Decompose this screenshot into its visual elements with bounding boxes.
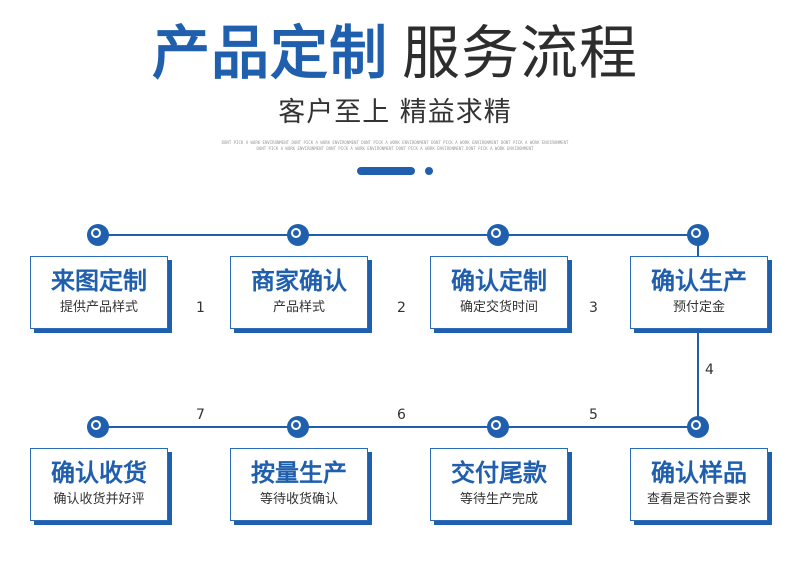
step-box-4: 确认生产 预付定金: [630, 256, 768, 329]
step-desc: 等待收货确认: [259, 492, 338, 507]
step-title: 来图定制: [51, 267, 147, 295]
step-title: 确认收货: [51, 459, 147, 487]
fine-print-line-1: DONT PICK A WORK ENVIRONMENT DONT PICK A…: [221, 140, 569, 145]
decorative-dot: [425, 167, 433, 175]
step-title: 确认样品: [651, 459, 747, 487]
step-title: 确认生产: [651, 267, 747, 295]
step-desc: 确认收货并好评: [53, 492, 145, 507]
timeline-node: [687, 224, 709, 246]
step-desc: 提供产品样式: [59, 300, 138, 315]
title-rest: 服务流程: [402, 19, 639, 87]
page-title: 产品定制服务流程: [0, 10, 790, 96]
step-number: 4: [705, 362, 714, 378]
step-box-2: 商家确认 产品样式: [230, 256, 368, 329]
timeline-node: [87, 416, 109, 438]
subtitle: 客户至上 精益求精: [278, 97, 512, 128]
step-number: 7: [196, 407, 205, 423]
step-box-7: 按量生产 等待收货确认: [230, 448, 368, 521]
step-title: 交付尾款: [451, 459, 547, 487]
bottom-connector-line: [98, 426, 698, 428]
step-box-5: 确认样品 查看是否符合要求: [630, 448, 768, 521]
step-desc: 产品样式: [272, 300, 325, 315]
step-desc: 等待生产完成: [459, 492, 538, 507]
fine-print-line-2: DONT PICK A WORK ENVIRONMENT DONT PICK A…: [256, 146, 534, 151]
timeline-node: [487, 416, 509, 438]
step-number: 2: [397, 300, 406, 316]
step-desc: 确定交货时间: [459, 300, 538, 315]
timeline-node: [87, 224, 109, 246]
step-desc: 预付定金: [672, 300, 725, 315]
title-highlight: 产品定制: [151, 19, 388, 87]
step-number: 1: [196, 300, 205, 316]
step-title: 按量生产: [251, 459, 347, 487]
decorative-bar: [357, 167, 415, 175]
step-title: 确认定制: [451, 267, 547, 295]
step-box-8: 确认收货 确认收货并好评: [30, 448, 168, 521]
top-connector-line: [98, 234, 698, 236]
step-box-6: 交付尾款 等待生产完成: [430, 448, 568, 521]
step-title: 商家确认: [251, 267, 347, 295]
step-box-3: 确认定制 确定交货时间: [430, 256, 568, 329]
timeline-node: [287, 224, 309, 246]
timeline-node: [287, 416, 309, 438]
step-number: 6: [397, 407, 406, 423]
step-number: 5: [589, 407, 598, 423]
step-desc: 查看是否符合要求: [646, 492, 751, 507]
step-box-1: 来图定制 提供产品样式: [30, 256, 168, 329]
timeline-node: [487, 224, 509, 246]
timeline-node: [687, 416, 709, 438]
right-connector-line: [697, 234, 699, 426]
step-number: 3: [589, 300, 598, 316]
